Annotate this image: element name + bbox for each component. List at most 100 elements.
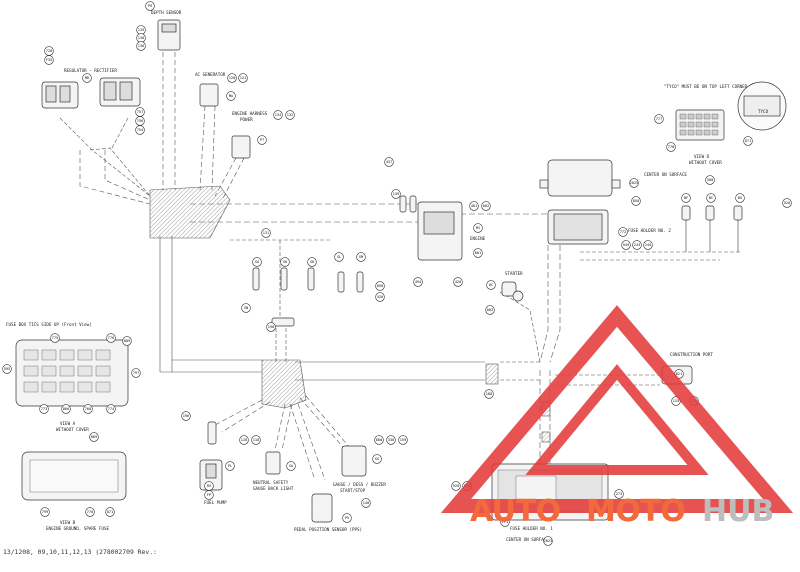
callout-bubble: 777 — [654, 114, 664, 124]
callout-circle — [131, 368, 141, 378]
callout-circle — [39, 404, 49, 414]
callout-circle — [654, 114, 664, 124]
callout-text: 776 — [108, 336, 115, 340]
callout-bubble: SL — [334, 252, 344, 262]
callout-bubble: P5 — [342, 513, 352, 523]
label-power: POWER — [240, 117, 253, 122]
callout-bubble: 196 — [181, 411, 191, 421]
callout-bubble: 797 — [131, 368, 141, 378]
label-without-cover-d: WITHOUT COVER — [689, 160, 722, 165]
callout-bubble: 778 — [666, 142, 676, 152]
callout-circle — [666, 142, 676, 152]
callout-circle — [618, 227, 628, 237]
callout-text: 121 — [240, 76, 247, 80]
callout-circle — [451, 481, 461, 491]
label-fuse-holder-2: FUSE HOLDER NO. 2 — [628, 228, 671, 233]
callout-circle — [631, 196, 641, 206]
callout-bubble: SK — [307, 257, 317, 267]
callout-circle — [342, 513, 352, 523]
text-labels: DEPTH SENSOR REGULATOR - RECTIFIER AC GE… — [6, 10, 769, 542]
callout-circle — [40, 507, 50, 517]
callout-text: SM — [359, 255, 364, 259]
callout-text: P9 — [148, 4, 152, 8]
callout-circle — [105, 507, 115, 517]
callout-circle — [145, 1, 155, 11]
callout-bubble: SA — [286, 461, 296, 471]
callout-text: 889 — [124, 339, 131, 343]
callout-circle — [453, 277, 463, 287]
callout-bubble: 850 — [631, 196, 641, 206]
callout-text: 2023 — [544, 539, 553, 543]
callout-text: 754 — [137, 128, 144, 132]
callout-circle — [50, 333, 60, 343]
callout-circle — [135, 125, 145, 135]
callout-bubble: PL — [225, 461, 235, 471]
callout-bubble: 768 — [83, 404, 93, 414]
callout-text: 595 — [4, 367, 11, 371]
callout-bubble: 869 — [89, 432, 99, 442]
callout-text: SK — [310, 260, 315, 264]
callout-circle — [632, 240, 642, 250]
label-fuel-pump: FUEL PUMP — [204, 500, 227, 505]
callout-bubble: 949 — [621, 240, 631, 250]
callout-bubble: SH — [280, 257, 290, 267]
callout-text: BF — [684, 196, 688, 200]
callout-bubble: MR — [82, 73, 92, 83]
callout-text: 680 — [376, 438, 383, 442]
callout-text: 756 — [137, 119, 144, 123]
label-pps: PEDAL POSITION SENSOR (PPS) — [294, 527, 362, 532]
callout-text: 300 — [707, 178, 714, 182]
fuse-holder-2-cover — [547, 159, 613, 197]
callout-bubble: 118 — [251, 435, 261, 445]
callout-text: 198 — [268, 325, 275, 329]
starter-connector — [501, 281, 517, 297]
callout-text: 188 — [486, 392, 493, 396]
label-view-b: VIEW B — [60, 520, 76, 525]
callout-text: 401 — [471, 204, 478, 208]
watermark-auto: AUTO — [470, 494, 561, 529]
callout-text: 273 — [616, 492, 623, 496]
callout-circle — [225, 461, 235, 471]
callout-circle — [386, 435, 396, 445]
callout-bubble: F35 — [44, 55, 54, 65]
callout-text: 140 — [363, 501, 370, 505]
callout-text: 244 — [645, 243, 652, 247]
callout-circle — [285, 110, 295, 120]
callout-bubble: 120 — [227, 73, 237, 83]
callout-circle — [372, 454, 382, 464]
callout-bubble: 300 — [705, 175, 715, 185]
callout-text: 777 — [656, 117, 663, 121]
callout-circle — [500, 517, 510, 527]
callout-bubble: 134 — [273, 110, 283, 120]
callout-bubble: 2023 — [543, 536, 553, 546]
callout-bubble: P7 — [257, 135, 267, 145]
neutral-safety-connector — [265, 451, 281, 475]
callout-circle — [307, 257, 317, 267]
callout-circle — [286, 461, 296, 471]
callout-bubble: 776 — [106, 333, 116, 343]
junction-centre — [261, 359, 307, 409]
callout-text: 920 — [453, 484, 460, 488]
label-engine-ground: ENGINE GROUND, SPARE FUSE — [46, 526, 110, 531]
callout-text: SA — [289, 464, 294, 468]
callout-bubble: 866 — [61, 404, 71, 414]
callout-text: SS — [375, 457, 379, 461]
callout-circle — [621, 240, 631, 250]
callout-text: 797 — [133, 371, 140, 375]
callout-text: 420 — [455, 280, 462, 284]
label-fuse-box: FUSE BOX TICS SIDE UP (Front View) — [6, 322, 92, 327]
callout-circle — [413, 277, 423, 287]
label-tyco-note: "TYCO" MUST BE ON TOP LEFT CORNER — [664, 84, 748, 89]
callout-circle — [743, 136, 753, 146]
callout-bubble: 799 — [40, 507, 50, 517]
callout-bubble: BC — [706, 193, 716, 203]
callout-circle — [122, 336, 132, 346]
callout-circle — [681, 193, 691, 203]
callout-bubble: 773 — [39, 404, 49, 414]
callout-circle — [473, 248, 483, 258]
callout-bubble: 003 — [485, 305, 495, 315]
callout-circle — [705, 175, 715, 185]
revision-footer: 13/1208, 09,10,11,12,13 (278002709 Rev.: — [3, 548, 157, 556]
junction-fuse1b — [541, 431, 551, 443]
callout-bubble: 121 — [238, 73, 248, 83]
